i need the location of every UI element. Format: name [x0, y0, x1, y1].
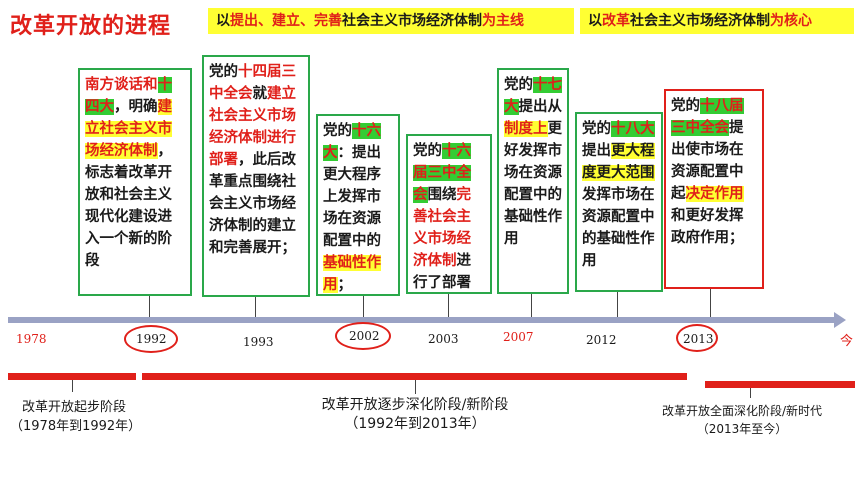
box-2007-p5: 更好发挥市场在资源配置中的基础性作用	[504, 121, 562, 247]
box-2002-p3: ：提出更大程序上发挥市场在资源配置中的	[323, 145, 381, 249]
box-2003-p5: 进行了部署	[413, 253, 471, 291]
event-box-1992: 南方谈话和十四大，明确建立社会主义市场经济体制，标志着改革开放和社会主义现代化建…	[78, 68, 192, 296]
box-2012-p5: 发挥市场在资源配置中的基础性作用	[582, 187, 655, 269]
circle-2002	[335, 322, 391, 350]
banner1-prefix: 以	[216, 13, 230, 29]
year-1992: 1992	[136, 332, 167, 346]
event-box-2012: 党的十八大提出更大程度更大范围发挥市场在资源配置中的基础性作用	[575, 112, 663, 292]
box-2012-p1: 党的	[582, 121, 611, 137]
stage-bar-2	[142, 373, 687, 380]
banner2-highlight: 改革	[602, 13, 630, 29]
stage-3-range: （2013年至今）	[696, 422, 788, 436]
stage-1-name: 改革开放起步阶段	[21, 400, 126, 415]
event-box-2003: 党的十六届三中全会围绕完善社会主义市场经济体制进行了部署	[406, 134, 492, 294]
box-2007-p1: 党的	[504, 77, 533, 93]
stem-1993	[255, 297, 256, 317]
stage-label-2: 改革开放逐步深化阶段/新阶段 （1992年到2013年）	[280, 396, 550, 434]
stage-bar-1	[8, 373, 136, 380]
stage-bar-3	[705, 381, 855, 388]
box-2013-p5: 和更好发挥政府作用；	[671, 208, 744, 246]
stem-2003	[448, 294, 449, 317]
timeline-axis	[8, 317, 838, 323]
stem-2002	[363, 296, 364, 317]
box-2012-p3: 提出	[582, 143, 611, 159]
stage-label-3: 改革开放全面深化阶段/新时代 （2013年至今）	[632, 402, 852, 438]
box-2002-p1: 党的	[323, 123, 352, 139]
stage-label-1: 改革开放起步阶段 （1978年到1992年）	[10, 398, 142, 436]
year-1993: 1993	[243, 335, 274, 349]
circle-2013	[676, 324, 718, 352]
box-1993-p5: ，此后改革重点围绕社会主义市场经济体制的建立和完善展开；	[209, 152, 296, 256]
box-2002-p4: 基础性作用	[323, 255, 381, 293]
banner2-suffix: 为核心	[770, 13, 812, 29]
box-2013-p4: 决定作用	[685, 186, 744, 202]
box-1993-p3: 就	[252, 86, 268, 102]
banner1-highlight: 提出、建立、完善	[230, 13, 342, 29]
box-1992-p3: ，明确	[114, 99, 158, 115]
timeline-arrowhead	[834, 312, 846, 328]
circle-1992	[124, 325, 178, 353]
stage-tick-1	[72, 380, 73, 392]
year-2007: 2007	[503, 330, 534, 344]
event-box-1993: 党的十四届三中全会就建立社会主义市场经济体制进行部署，此后改革重点围绕社会主义市…	[202, 55, 310, 297]
banner2-middle: 社会主义市场经济体制	[630, 13, 770, 29]
main-line-banner: 以提出、建立、完善社会主义市场经济体制为主线	[208, 8, 574, 34]
stem-1992	[149, 296, 150, 317]
stem-2013	[710, 289, 711, 317]
event-box-2007: 党的十七大提出从制度上更好发挥市场在资源配置中的基础性作用	[497, 68, 569, 294]
box-1993-p4: 建立社会主义市场经济体制进行部署	[209, 86, 296, 168]
box-2013-p3: 提出使市场在资源配置中起	[671, 120, 744, 202]
box-1993-p2: 十四届三中全会	[209, 64, 296, 102]
banner1-suffix: 为主线	[482, 13, 524, 29]
stage-2-name: 改革开放逐步深化阶段/新阶段	[321, 397, 509, 413]
year-2003: 2003	[428, 332, 459, 346]
box-2013-p1: 党的	[671, 98, 700, 114]
year-1978: 1978	[16, 332, 47, 346]
page-title: 改革开放的进程	[10, 14, 172, 39]
stem-2007	[531, 294, 532, 317]
box-2002-p5: ；	[337, 277, 353, 293]
stage-tick-3	[750, 388, 751, 398]
box-1993-p1: 党的	[209, 64, 238, 80]
box-2007-p3: 提出从	[518, 99, 563, 115]
stem-2012	[617, 292, 618, 317]
year-2002: 2002	[349, 329, 380, 343]
box-2007-p4: 制度上	[504, 121, 548, 137]
box-2003-p4: 完善社会主义市场经济体制	[413, 187, 471, 269]
banner1-middle: 社会主义市场经济体制	[342, 13, 482, 29]
year-now: 今	[840, 334, 854, 349]
stage-3-name: 改革开放全面深化阶段/新时代	[661, 404, 823, 418]
year-2012: 2012	[586, 333, 617, 347]
stage-tick-2	[415, 380, 416, 394]
box-2012-p2: 十八大	[611, 121, 655, 137]
banner2-prefix: 以	[588, 13, 602, 29]
year-2013: 2013	[683, 332, 714, 346]
stage-1-range: （1978年到1992年）	[10, 419, 142, 434]
event-box-2013: 党的十八届三中全会提出使市场在资源配置中起决定作用和更好发挥政府作用；	[664, 89, 764, 289]
event-box-2002: 党的十六大：提出更大程序上发挥市场在资源配置中的基础性作用；	[316, 114, 400, 296]
box-1992-p5: ，标志着改革开放和社会主义现代化建设进入一个新的阶段	[85, 143, 172, 269]
stage-2-range: （1992年到2013年）	[344, 416, 486, 432]
box-2003-p3: 围绕	[427, 187, 457, 203]
box-2003-p1: 党的	[413, 143, 442, 159]
core-banner: 以改革社会主义市场经济体制为核心	[580, 8, 854, 34]
box-1992-p1: 南方谈话和	[85, 77, 158, 93]
